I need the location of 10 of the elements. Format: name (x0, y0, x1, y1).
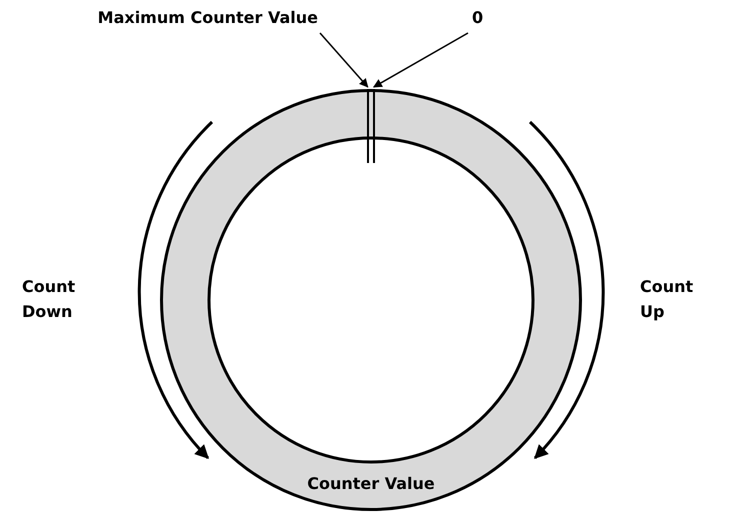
boundary-mark (367, 89, 368, 163)
direction-label: Count Up (640, 276, 694, 323)
callout-text: 0 (472, 8, 490, 32)
direction-label: Count Down (22, 276, 76, 323)
ring-label: Counter Value (306, 474, 436, 493)
callout-text: Maximum Counter Value (92, 8, 318, 32)
leader-line (372, 32, 468, 88)
boundary-mark (373, 89, 374, 163)
counter-ring (160, 89, 582, 511)
leader-line (319, 32, 368, 88)
